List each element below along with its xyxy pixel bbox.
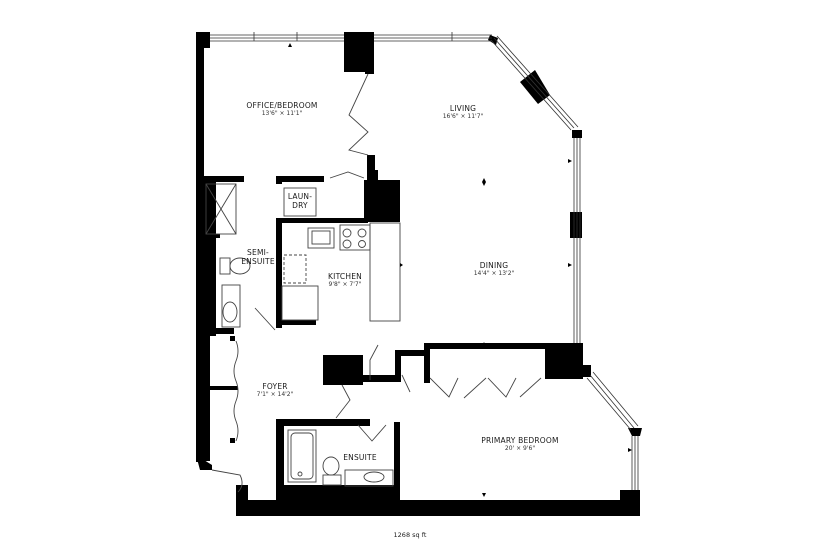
- room-name: KITCHEN: [328, 272, 362, 281]
- room-living: LIVING 16'6" × 11'7": [442, 104, 484, 121]
- room-primary-bedroom: PRIMARY BEDROOM 20' × 9'6": [481, 436, 559, 453]
- room-name: PRIMARY BEDROOM: [481, 436, 559, 445]
- room-office-bedroom: OFFICE/BEDROOM 13'6" × 11'1": [246, 101, 318, 118]
- total-area-label: 1268 sq ft: [393, 531, 427, 539]
- room-dimensions: 9'8" × 7'7": [328, 280, 362, 288]
- room-dimensions: 13'6" × 11'1": [261, 109, 303, 117]
- fixtures: [205, 73, 542, 493]
- room-dimensions: 20' × 9'6": [504, 444, 536, 452]
- room-name: DINING: [479, 261, 509, 270]
- room-laundry: LAUN- DRY: [287, 192, 313, 210]
- room-name: ENSUITE: [343, 453, 377, 462]
- room-dimensions: 14'4" × 13'2": [473, 269, 515, 277]
- room-name: OFFICE/BEDROOM: [246, 101, 318, 110]
- room-semi-ensuite: SEMI- ENSUITE: [241, 248, 275, 266]
- room-name: FOYER: [262, 382, 288, 391]
- room-kitchen: KITCHEN 9'8" × 7'7": [328, 272, 362, 289]
- dimension-markers: [288, 43, 632, 497]
- room-ensuite: ENSUITE: [343, 453, 377, 463]
- room-name: LIVING: [449, 104, 477, 113]
- room-dimensions: 7'1" × 14'2": [256, 390, 294, 398]
- windows: [210, 32, 639, 490]
- room-dining: DINING 14'4" × 13'2": [473, 261, 515, 278]
- room-name: SEMI- ENSUITE: [241, 248, 275, 266]
- room-dimensions: 16'6" × 11'7": [442, 112, 484, 120]
- room-foyer: FOYER 7'1" × 14'2": [256, 382, 294, 399]
- room-name: LAUN- DRY: [287, 192, 313, 210]
